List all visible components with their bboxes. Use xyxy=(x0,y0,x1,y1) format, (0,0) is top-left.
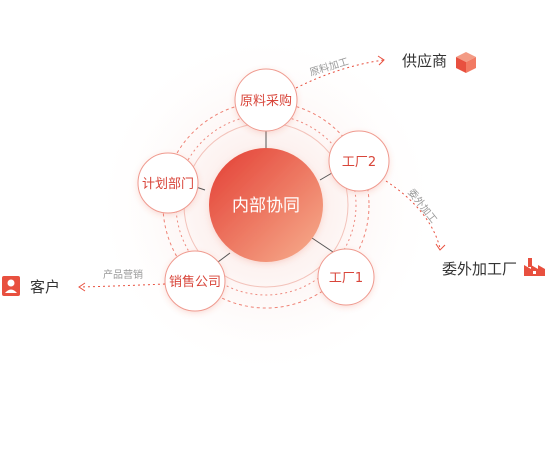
node-factory1[interactable]: 工厂1 xyxy=(317,248,375,306)
node-planning[interactable]: 计划部门 xyxy=(137,152,199,214)
factory-icon xyxy=(524,258,545,276)
inner-dotted-ring xyxy=(175,114,357,296)
external-subcontractor[interactable]: 委外加工厂 xyxy=(442,258,545,278)
outer-dotted-ring xyxy=(162,101,370,309)
node-factory2-label: 工厂2 xyxy=(342,155,376,170)
center-label: 内部协同 xyxy=(232,196,300,216)
subcontractor-label: 委外加工厂 xyxy=(442,260,517,278)
node-sales-label: 销售公司 xyxy=(169,274,221,290)
node-factory2[interactable]: 工厂2 xyxy=(328,130,390,192)
node-factory1-label: 工厂1 xyxy=(329,271,363,286)
external-supplier[interactable]: 供应商 xyxy=(402,52,476,73)
box-icon xyxy=(456,52,476,73)
external-customer[interactable]: 客户 xyxy=(2,276,60,296)
node-procurement-label: 原料采购 xyxy=(240,93,292,109)
node-procurement[interactable]: 原料采购 xyxy=(234,68,298,132)
external-connectors xyxy=(79,59,441,288)
connector-label-marketing: 产品营销 xyxy=(103,268,143,281)
connector-arrowheads xyxy=(78,55,446,292)
node-sales[interactable]: 销售公司 xyxy=(164,250,226,312)
node-planning-label: 计划部门 xyxy=(142,177,194,192)
center-node: 内部协同 xyxy=(209,148,323,262)
supplier-label: 供应商 xyxy=(402,52,447,70)
user-icon xyxy=(2,276,20,296)
customer-label: 客户 xyxy=(30,278,60,296)
